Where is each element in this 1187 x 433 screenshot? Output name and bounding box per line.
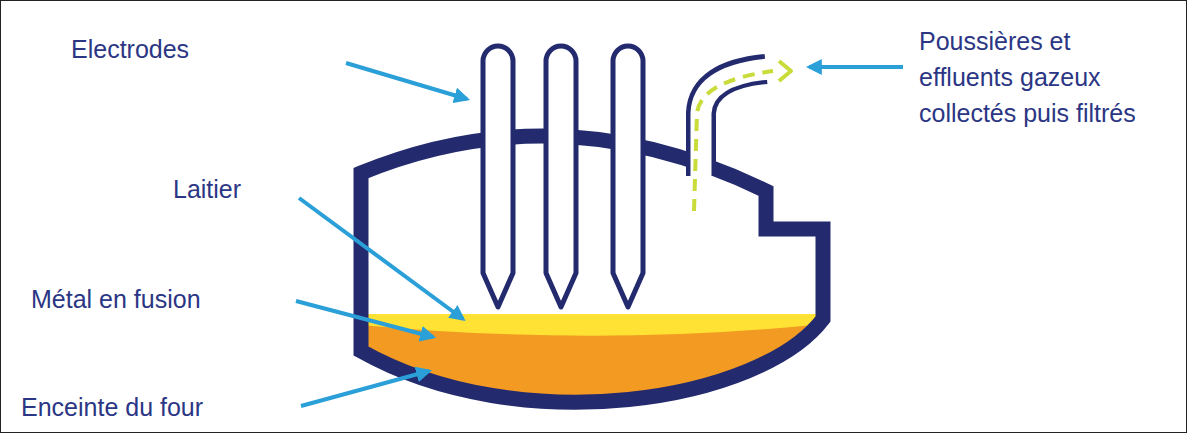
leader-arrow [809,65,903,69]
part-label: Laitier [173,171,241,207]
leader-arrow [296,301,433,337]
part-label: Electrodes [71,31,189,67]
leader-arrows [296,63,903,406]
part-label: Enceinte du four [21,389,203,425]
electrode [613,46,643,307]
leader-arrow [346,63,467,99]
gas-flow-head [779,61,791,81]
note-label: Poussières et effluents gazeux collectés… [919,23,1154,131]
furnace-shell [361,136,823,402]
gas-flow [694,71,773,211]
leader-arrow [299,198,463,319]
exhaust-pipe-bore [701,69,769,183]
electrode [546,46,576,307]
leader-arrow [301,371,429,406]
part-label: Métal en fusion [31,281,201,317]
electrodes [483,46,643,307]
electrode [483,46,513,307]
